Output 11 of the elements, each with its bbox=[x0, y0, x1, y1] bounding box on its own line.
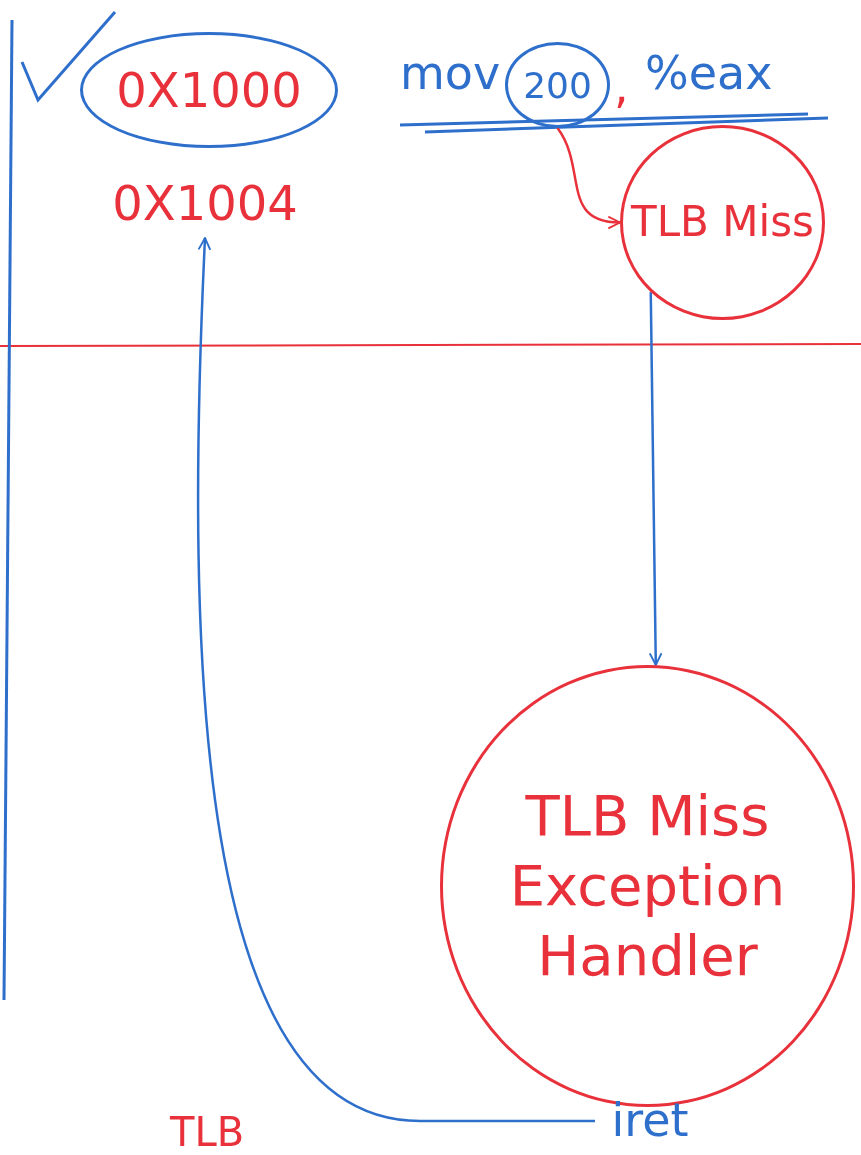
arrow bbox=[197, 237, 595, 1123]
arrow bbox=[648, 292, 663, 666]
address-ellipse: 0X1000 bbox=[80, 32, 338, 148]
heading-text: TLB bbox=[170, 1110, 245, 1154]
operand-ellipse: 200 bbox=[505, 42, 610, 128]
instruction-text: mov bbox=[400, 48, 501, 99]
event-circle: TLB Miss bbox=[620, 125, 825, 320]
address-text: 0X1004 bbox=[100, 168, 310, 238]
register-text: %eax bbox=[645, 48, 773, 99]
comma-text: , bbox=[614, 62, 629, 113]
arrow bbox=[556, 127, 621, 229]
